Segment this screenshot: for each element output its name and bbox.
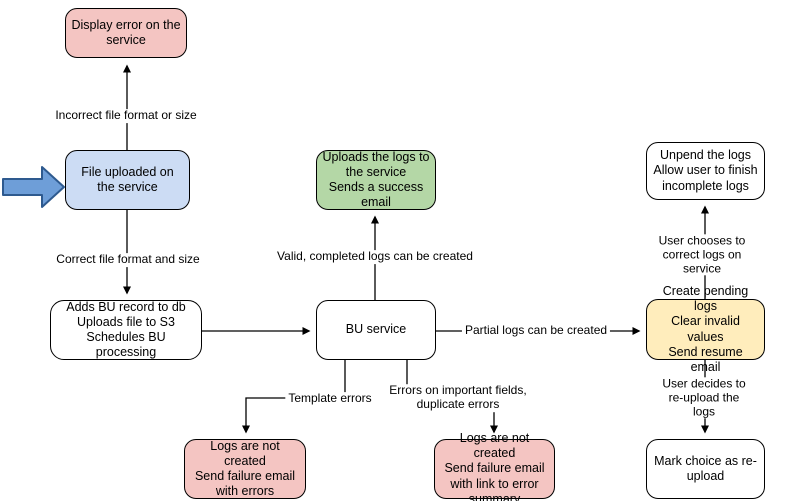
node-display-error: Display error on the service bbox=[65, 8, 187, 58]
edge-label-incorrect-format: Incorrect file format or size bbox=[52, 108, 200, 123]
node-bu-service: BU service bbox=[316, 300, 436, 360]
node-mark-reupload: Mark choice as re-upload bbox=[646, 439, 765, 499]
edge-label-user-decides-reupload: User decides to re-upload the logs bbox=[655, 376, 753, 419]
node-logs-not-created-errors: Logs are not created Send failure email … bbox=[184, 439, 306, 499]
edge-label-user-chooses-correct: User chooses to correct logs on service bbox=[652, 233, 752, 276]
edge-label-correct-format: Correct file format and size bbox=[53, 252, 203, 267]
edge-label-valid-completed: Valid, completed logs can be created bbox=[274, 249, 476, 264]
entry-arrow-icon bbox=[2, 166, 65, 208]
node-unpend-logs: Unpend the logs Allow user to finish inc… bbox=[646, 142, 765, 200]
edge-label-partial-logs: Partial logs can be created bbox=[461, 323, 611, 338]
edge-label-template-errors: Template errors bbox=[285, 391, 375, 406]
node-uploads-logs-success: Uploads the logs to the service Sends a … bbox=[316, 150, 436, 210]
node-create-pending-logs: Create pending logs Clear invalid values… bbox=[646, 284, 765, 374]
edge-label-errors-important-fields: Errors on important fields, duplicate er… bbox=[386, 383, 530, 412]
node-logs-not-created-summary: Logs are not created Send failure email … bbox=[434, 431, 555, 501]
node-file-uploaded: File uploaded on the service bbox=[65, 150, 190, 210]
node-adds-bu-record: Adds BU record to db Uploads file to S3 … bbox=[50, 300, 202, 360]
